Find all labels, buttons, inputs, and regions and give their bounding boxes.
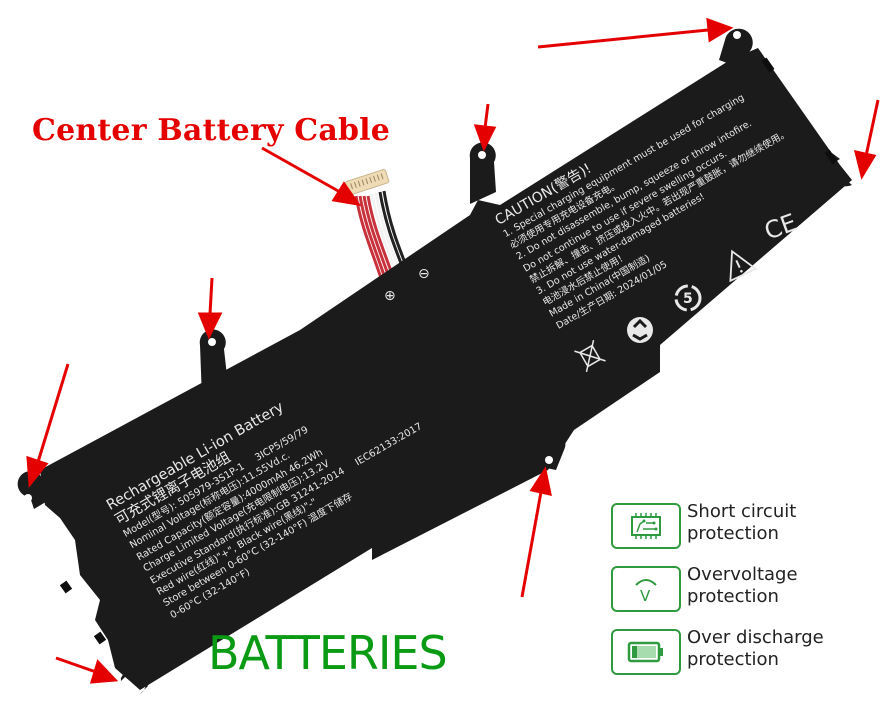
recycle-icon	[627, 317, 653, 343]
voltage-glyph: V	[640, 587, 651, 604]
annotation-title: Center Battery Cable	[32, 113, 391, 148]
mounting-tab-top-center	[469, 142, 496, 204]
battery-connector	[345, 169, 390, 196]
side-clips	[59, 57, 838, 645]
feature-over-discharge: Over discharge protection	[611, 627, 824, 691]
feature-list: Short circuit protection V Overvoltage p…	[611, 501, 824, 692]
terminal-plus-symbol: ⊕	[384, 288, 396, 304]
arrow-to-cable	[261, 146, 362, 207]
annotation-arrows	[26, 17, 880, 684]
feature-overvoltage: V Overvoltage protection	[611, 564, 824, 628]
weee-bin-icon	[574, 339, 606, 373]
rohs-5-label: 5	[683, 291, 693, 307]
battery-low-icon	[611, 629, 681, 675]
arrow-to-top-right-tab	[537, 17, 734, 49]
feature-subtitle: protection	[687, 586, 779, 607]
terminal-minus-symbol: ⊖	[418, 266, 430, 282]
voltage-gauge-icon: V	[611, 566, 681, 612]
feature-subtitle: protection	[687, 523, 779, 544]
arrow-to-left-center-tab	[197, 277, 223, 340]
circuit-board-icon	[611, 503, 681, 549]
arrow-to-bottom-left-tab	[55, 656, 119, 684]
arrow-to-right-tab	[853, 99, 880, 180]
rohs-5-icon: 5	[674, 284, 702, 312]
battery-body	[40, 48, 852, 690]
arrow-to-left-tab	[26, 363, 70, 488]
feature-short-circuit: Short circuit protection	[611, 501, 824, 565]
watermark: BATTERIES	[208, 626, 448, 680]
feature-title: Short circuit	[687, 501, 797, 522]
arrow-to-top-center-tab	[473, 103, 497, 152]
arrow-to-bottom-center-tab	[520, 466, 552, 598]
feature-subtitle: protection	[687, 649, 779, 670]
warning-triangle-icon	[729, 249, 758, 283]
feature-title: Overvoltage	[687, 564, 798, 585]
feature-title: Over discharge	[687, 627, 824, 648]
